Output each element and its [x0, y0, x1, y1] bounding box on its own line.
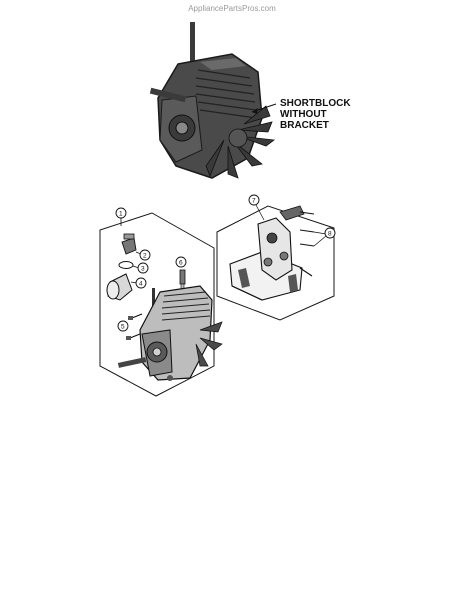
- part-intake-elbow: [121, 233, 137, 255]
- shortblock-callout-line3: BRACKET: [280, 120, 329, 131]
- callout-8-number: 8: [328, 231, 332, 238]
- bracket-panel: [216, 205, 335, 321]
- callout-1-number: 1: [119, 211, 123, 218]
- shortblock-illustration: [149, 22, 277, 179]
- engine-panel: [99, 212, 215, 397]
- callout-8: 8: [313, 227, 336, 247]
- part-spark-plug: [179, 269, 186, 291]
- callout-7-number: 7: [252, 198, 256, 205]
- callout-5-number: 5: [121, 324, 125, 331]
- engine-body: [117, 285, 223, 381]
- part-intake-adapter: [106, 273, 133, 301]
- shortblock-callout-line2: WITHOUT: [280, 109, 327, 120]
- callout-2: 2: [135, 249, 151, 261]
- shortblock-callout-line1: SHORTBLOCK: [280, 98, 351, 109]
- part-gasket: [118, 261, 134, 269]
- watermark: AppliancePartsPros.com: [188, 4, 276, 13]
- part-mounting-bracket: [229, 205, 305, 301]
- callout-6-number: 6: [179, 260, 183, 267]
- part-screws: [126, 313, 143, 340]
- part-bracket-screws: [299, 211, 315, 277]
- callout-7: 7: [248, 194, 265, 221]
- callout-4-number: 4: [139, 281, 143, 288]
- callout-5: 5: [117, 320, 129, 332]
- callout-3-number: 3: [141, 266, 145, 273]
- callout-2-number: 2: [143, 253, 147, 260]
- callout-4: 4: [130, 277, 147, 289]
- callout-1: 1: [115, 207, 127, 226]
- callout-6: 6: [175, 256, 187, 268]
- callout-3: 3: [132, 262, 149, 274]
